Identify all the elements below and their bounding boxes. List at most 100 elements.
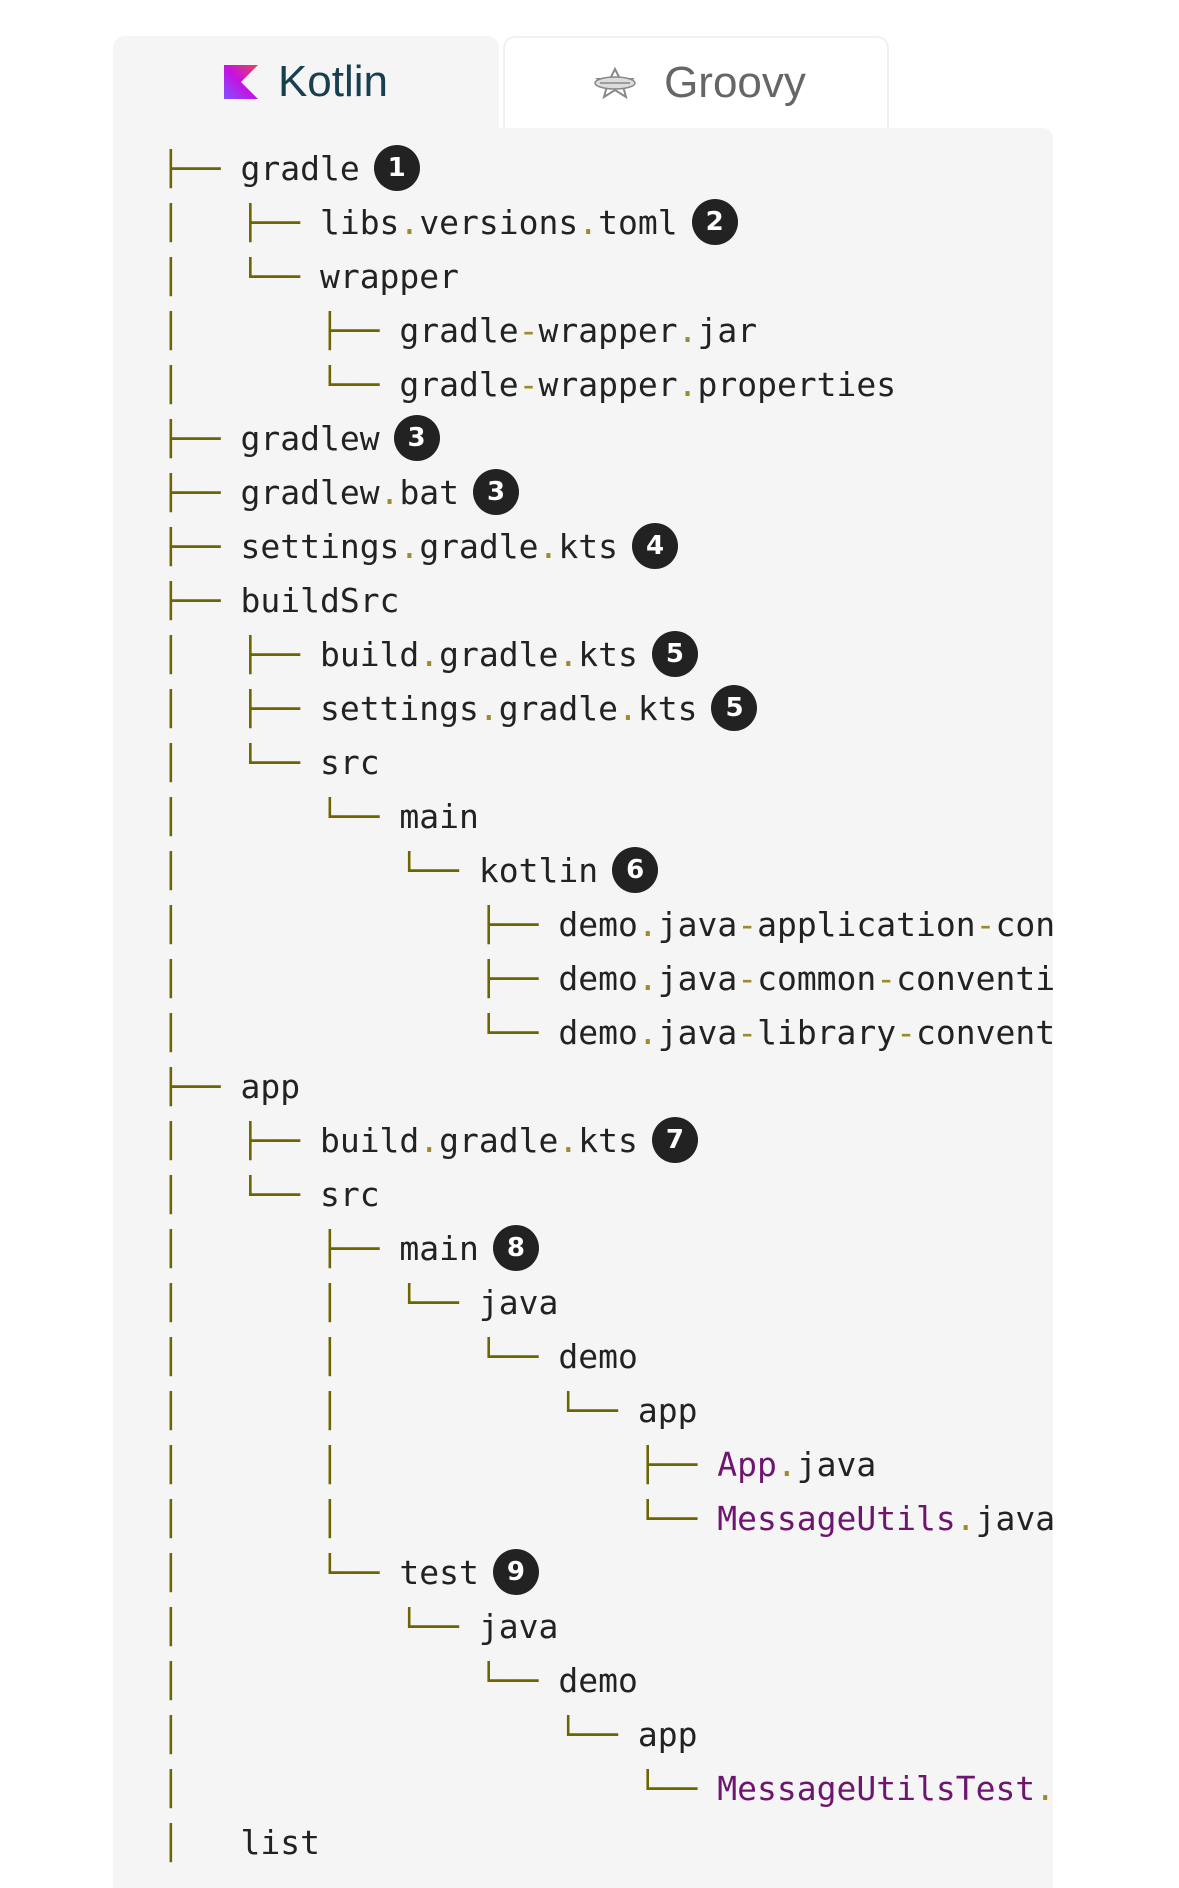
file-name-part: . xyxy=(419,635,440,674)
file-name-part: main xyxy=(399,797,479,836)
file-name-part: java xyxy=(975,1499,1053,1538)
file-name-part: gradle xyxy=(399,311,519,350)
file-name-part: app xyxy=(240,1067,301,1106)
file-name-part: MessageUtils xyxy=(717,1499,956,1538)
groovy-logo-icon xyxy=(586,66,644,100)
file-name-part: versions xyxy=(419,203,579,242)
file-name-part: gradle xyxy=(439,635,559,674)
file-name-part: gradlew xyxy=(240,419,380,458)
tree-branch: │ │ └── xyxy=(161,1391,638,1430)
tree-line: │ └── demo.java-library-conventi xyxy=(161,1006,1053,1060)
tree-line: │ │ └── MessageUtils.java xyxy=(161,1492,1053,1546)
tree-line: │ │ └── java xyxy=(161,1276,1053,1330)
file-name-part: . xyxy=(478,689,499,728)
file-name-part: conventio xyxy=(896,959,1053,998)
file-name-part: bat xyxy=(399,473,460,512)
file-name-part: demo xyxy=(558,1337,638,1376)
tree-branch: │ ├── xyxy=(161,959,559,998)
file-name-part: java xyxy=(478,1607,559,1646)
file-name-part: java xyxy=(657,905,738,944)
tree-line: │ ├── gradle-wrapper.jar xyxy=(161,304,1053,358)
callout-badge: 6 xyxy=(612,846,659,893)
file-name-part: - xyxy=(896,1013,917,1052)
file-name-part: build xyxy=(319,635,420,674)
tree-branch: │ └── xyxy=(161,257,320,296)
file-name-part: kotlin xyxy=(478,851,599,890)
tree-branch: │ └── xyxy=(161,851,479,890)
file-name-part: MessageUtilsTest xyxy=(717,1769,1036,1808)
file-name-part: kts xyxy=(578,1121,638,1160)
tree-line: │ ├── demo.java-common-conventio xyxy=(161,952,1053,1006)
tree-line: │ ├── demo.java-application-conv xyxy=(161,898,1053,952)
file-name-part: . xyxy=(558,635,579,674)
file-name-part: gradle xyxy=(240,149,360,188)
file-name-part: . xyxy=(637,959,658,998)
tree-line: ├── buildSrc xyxy=(161,574,1053,628)
tree-branch: │ │ └── xyxy=(161,1283,479,1322)
file-name-part: app xyxy=(637,1391,698,1430)
tree-line: │ └── java xyxy=(161,1600,1053,1654)
file-name-part: wrapper xyxy=(538,311,678,350)
file-name-part: . xyxy=(578,203,599,242)
file-name-part: . xyxy=(379,473,400,512)
callout-badge: 2 xyxy=(691,198,738,245)
file-name-part: . xyxy=(637,905,658,944)
file-name-part: gradle xyxy=(419,527,539,566)
file-name-part: - xyxy=(737,1013,758,1052)
file-name-part: conv xyxy=(995,905,1054,944)
callout-badge: 9 xyxy=(492,1548,539,1595)
callout-badge: 5 xyxy=(651,630,698,677)
file-name-part: kts xyxy=(578,635,638,674)
file-name-part: . xyxy=(618,689,638,728)
file-name-part: properties xyxy=(697,365,897,404)
tree-line: │ └── src xyxy=(161,736,1053,790)
tree-branch: │ │ ├── xyxy=(161,1445,718,1484)
file-name-part: . xyxy=(677,311,698,350)
file-name-part: gradle xyxy=(498,689,618,728)
tree-line: │ └── main xyxy=(161,790,1053,844)
file-name-part: library xyxy=(757,1013,897,1052)
file-name-part: . xyxy=(637,1013,658,1052)
file-name-part: settings xyxy=(319,689,479,728)
file-name-part: . xyxy=(558,1121,579,1160)
tree-line: │ └── MessageUtilsTest.j xyxy=(161,1762,1053,1816)
tree-branch: │ xyxy=(161,1823,241,1862)
file-name-part: buildSrc xyxy=(240,581,400,620)
tree-branch: │ ├── xyxy=(161,635,320,674)
file-name-part: java xyxy=(478,1283,559,1322)
tree-branch: │ │ └── xyxy=(161,1337,559,1376)
file-name-part: build xyxy=(319,1121,420,1160)
file-name-part: list xyxy=(240,1823,320,1862)
tab-kotlin[interactable]: Kotlin xyxy=(113,36,499,128)
file-name-part: settings xyxy=(240,527,400,566)
callout-badge: 3 xyxy=(473,468,520,515)
tree-line: │ │ └── demo xyxy=(161,1330,1053,1384)
file-name-part: demo xyxy=(558,1661,638,1700)
tree-branch: │ └── xyxy=(161,1715,638,1754)
tree-line: │ │ ├── App.java xyxy=(161,1438,1053,1492)
file-name-part: . xyxy=(1035,1769,1053,1808)
file-name-part: toml xyxy=(598,203,678,242)
kotlin-logo-icon xyxy=(223,65,258,99)
file-name-part: App xyxy=(717,1445,777,1484)
file-name-part: - xyxy=(737,905,758,944)
tree-branch: ├── xyxy=(161,1067,241,1106)
file-name-part: demo xyxy=(558,905,638,944)
tab-groovy[interactable]: Groovy xyxy=(503,36,889,128)
file-name-part: application xyxy=(757,905,976,944)
file-name-part: - xyxy=(876,959,897,998)
file-name-part: gradle xyxy=(399,365,519,404)
tree-branch: │ └── xyxy=(161,1553,400,1592)
tree-branch: │ ├── xyxy=(161,1121,320,1160)
file-name-part: java xyxy=(657,959,738,998)
tree-branch: │ └── xyxy=(161,743,320,782)
tree-branch: ├── xyxy=(161,419,241,458)
tree-line: │ └── kotlin 6 xyxy=(161,844,1053,898)
file-name-part: src xyxy=(319,743,380,782)
tree-branch: │ └── xyxy=(161,1661,559,1700)
